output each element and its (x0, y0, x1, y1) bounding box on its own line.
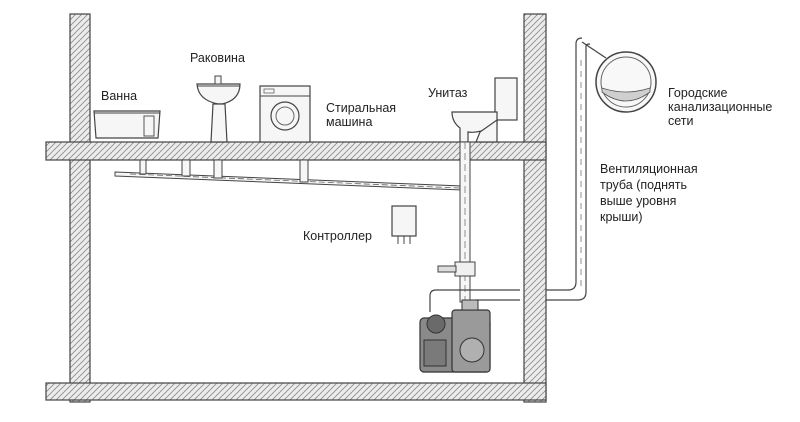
washing-machine (259, 85, 311, 143)
pump-unit (419, 299, 491, 373)
label-bath: Ванна (101, 89, 138, 103)
label-washing-machine: Стиральная машина (326, 101, 396, 129)
drain-pipe (114, 159, 463, 191)
label-toilet: Унитаз (428, 86, 468, 100)
controller-box (391, 205, 417, 244)
vent-pipe (546, 37, 607, 301)
toilet (451, 77, 518, 143)
floor-slab (45, 141, 547, 161)
label-vent-pipe: Вентиляционная труба (поднять выше уровн… (600, 161, 698, 225)
label-vent-line4: крыши) (600, 210, 643, 224)
label-vent-line1: Вентиляционная (600, 162, 698, 176)
label-vent-line2: труба (поднять (600, 178, 688, 192)
discharge-pipe-inner (475, 299, 520, 306)
label-washing-machine-line2: машина (326, 115, 373, 129)
label-city-sewer: Городские канализационные сети (668, 86, 772, 128)
sink (196, 75, 241, 143)
label-washing-machine-line1: Стиральная (326, 101, 397, 115)
right-wall (523, 13, 547, 403)
label-city-line1: Городские (668, 86, 728, 100)
discharge-pipe (429, 289, 520, 312)
bathtub (93, 110, 161, 139)
left-wall (69, 13, 91, 403)
label-city-line3: сети (668, 114, 694, 128)
ground-slab (45, 382, 547, 401)
label-vent-line3: выше уровня (600, 194, 677, 208)
city-sewer-pipe (595, 51, 657, 113)
riser-pipe (437, 141, 476, 303)
label-city-line2: канализационные (668, 100, 773, 114)
label-controller: Контроллер (303, 229, 372, 243)
label-sink: Раковина (190, 51, 245, 65)
